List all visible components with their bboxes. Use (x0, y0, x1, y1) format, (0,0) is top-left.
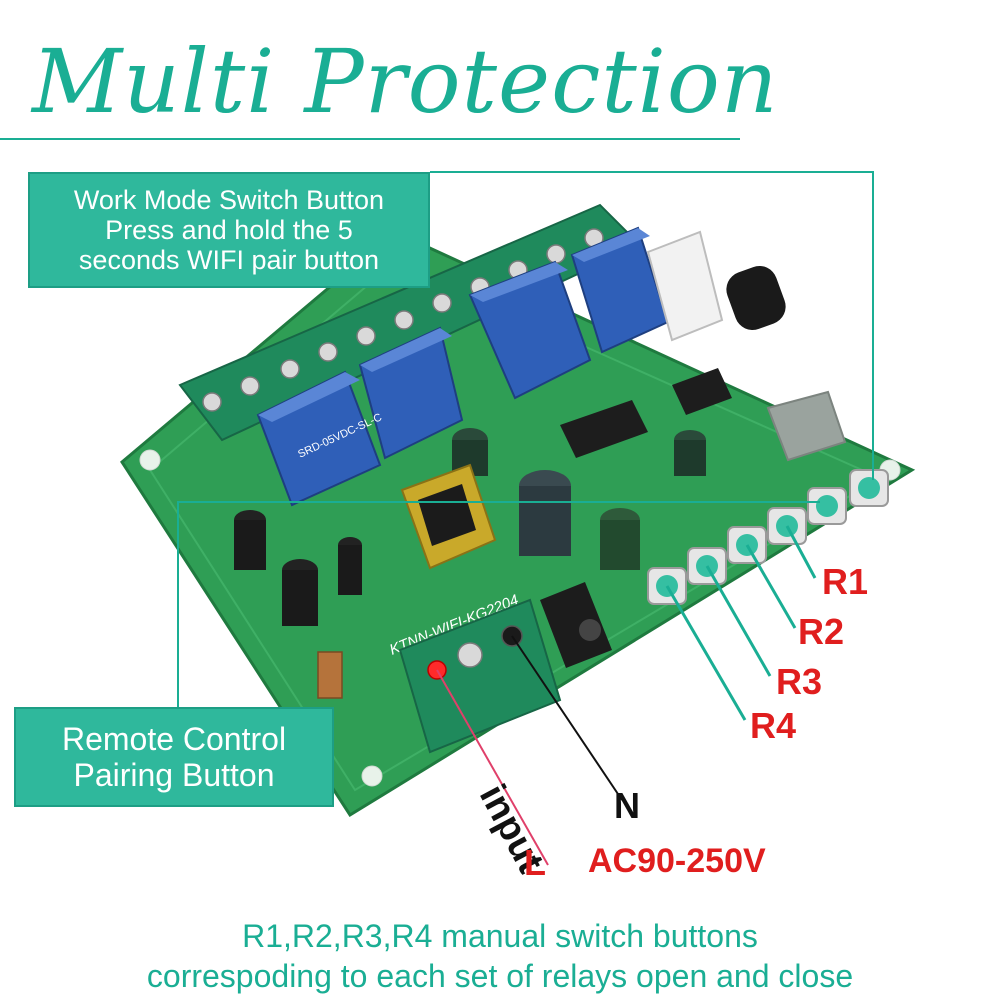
footer-line2: correspoding to each set of relays open … (146, 958, 854, 994)
capacitor (338, 537, 362, 595)
n-wire (511, 635, 623, 801)
work-mode-callout: Work Mode Switch Button Press and hold t… (28, 172, 430, 288)
dc-jack (540, 582, 612, 668)
capacitor (674, 430, 706, 476)
capacitor (519, 470, 571, 556)
remote-pair-leader (177, 501, 820, 707)
r1-label: R1 (822, 561, 869, 602)
footer-line1: R1,R2,R3,R4 manual switch buttons (242, 918, 758, 954)
voltage-label: AC90-250V (588, 842, 766, 880)
ic-chip (672, 368, 732, 415)
work-mode-line3: seconds WIFI pair button (78, 245, 380, 275)
mount-hole (361, 765, 383, 787)
r4-label: R4 (750, 705, 797, 746)
neutral-label: N (614, 785, 640, 826)
r4-leader (665, 585, 747, 721)
relay-3 (468, 260, 592, 400)
remote-line1: Remote Control (61, 721, 287, 757)
r2-leader (745, 544, 797, 629)
l-wire (436, 669, 549, 866)
fuse (317, 651, 343, 699)
title-underline (40, 138, 740, 140)
work-mode-line2: Press and hold the 5 (105, 215, 353, 245)
antenna-coil (726, 265, 786, 331)
capacitor (600, 508, 640, 570)
ic-chip (560, 400, 648, 458)
header-connector (646, 230, 724, 342)
capacitor (282, 559, 318, 626)
wifi-module (766, 390, 847, 462)
live-label: L (524, 842, 546, 883)
relay-4 (570, 226, 670, 354)
relay-2 (358, 326, 464, 460)
terminal-screw (457, 642, 483, 668)
r3-leader (705, 565, 772, 677)
capacitor (234, 510, 266, 570)
terminal-n (501, 625, 523, 647)
page-title: Multi Protection (32, 30, 779, 133)
remote-line2: Pairing Button (73, 757, 275, 793)
relay-1 (256, 370, 382, 507)
r1-leader (785, 525, 817, 579)
work-mode-line1: Work Mode Switch Button (73, 185, 385, 215)
title-underline-left (0, 138, 40, 140)
mount-hole (139, 449, 161, 471)
remote-pairing-callout: Remote Control Pairing Button (14, 707, 334, 807)
r2-label: R2 (798, 611, 845, 652)
r3-label: R3 (776, 661, 823, 702)
work-mode-leader (430, 171, 874, 480)
